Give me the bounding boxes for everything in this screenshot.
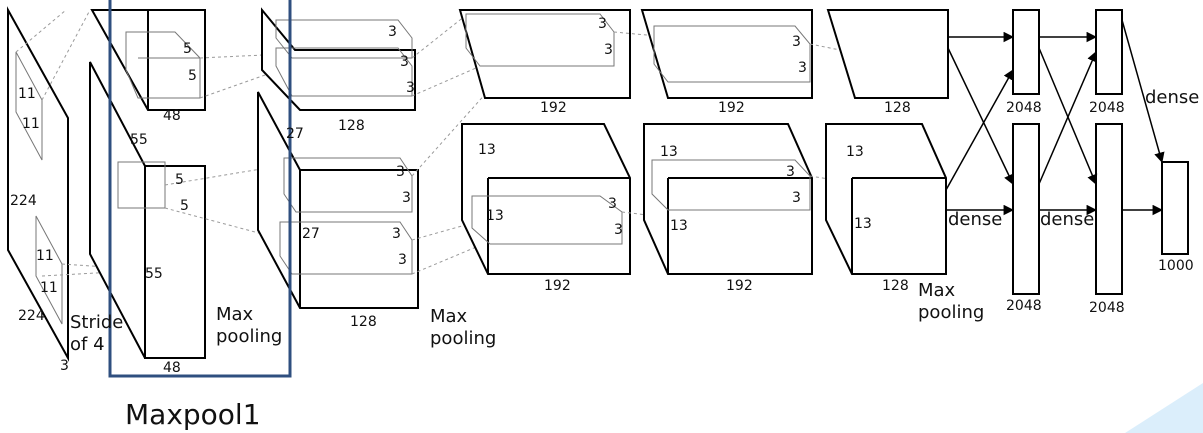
connection-arrows <box>945 19 1165 216</box>
fc-layers <box>1012 9 1189 295</box>
label-conv2-27a: 27 <box>286 126 304 142</box>
label-maxpool3-line1: Max <box>918 280 956 301</box>
label-stride-line2: of 4 <box>70 334 105 355</box>
label-input-11a: 11 <box>18 86 36 102</box>
label-conv4-3d: 3 <box>792 190 801 206</box>
label-conv2-3g: 3 <box>398 252 407 268</box>
diagram-labels: 11 11 224 11 11 224 3 Stride of 4 5 5 48… <box>10 16 1199 431</box>
label-fc2-2048-top: 2048 <box>1089 100 1125 116</box>
label-conv3-3c: 3 <box>608 196 617 212</box>
label-conv3-13a: 13 <box>478 142 496 158</box>
label-input-224a: 224 <box>10 193 37 209</box>
label-conv3-192-bot: 192 <box>544 278 571 294</box>
label-conv3-192-top: 192 <box>540 100 567 116</box>
maxpool1-caption: Maxpool1 <box>125 398 261 431</box>
maxpool1-highlight-box <box>108 0 292 378</box>
label-fc1-2048-top: 2048 <box>1006 100 1042 116</box>
label-conv2-3b: 3 <box>400 54 409 70</box>
label-conv2-3f: 3 <box>392 226 401 242</box>
label-conv2-128-bot: 128 <box>350 314 377 330</box>
label-conv4-192-bot: 192 <box>726 278 753 294</box>
label-conv5-128-bot: 128 <box>882 278 909 294</box>
label-conv1-48-top: 48 <box>163 108 181 124</box>
label-maxpool1-line1: Max <box>216 304 254 325</box>
label-dense-2: dense <box>1040 209 1094 230</box>
conv3-layer <box>458 9 701 275</box>
label-conv4-3b: 3 <box>798 60 807 76</box>
label-conv4-13a: 13 <box>660 144 678 160</box>
label-input-11b: 11 <box>22 116 40 132</box>
label-conv1-55b: 55 <box>145 266 163 282</box>
input-layer <box>7 6 151 362</box>
label-conv4-192-top: 192 <box>718 100 745 116</box>
label-conv1-5a: 5 <box>183 41 192 57</box>
label-conv1-55a: 55 <box>130 132 148 148</box>
label-maxpool2-line2: pooling <box>430 328 496 349</box>
label-fc1-2048-bot: 2048 <box>1006 298 1042 314</box>
label-conv5-13a: 13 <box>846 144 864 160</box>
label-conv2-3d: 3 <box>396 164 405 180</box>
label-dense-3: dense <box>1145 87 1199 108</box>
label-maxpool2-line1: Max <box>430 306 468 327</box>
label-maxpool1-line2: pooling <box>216 326 282 347</box>
label-conv1-5b: 5 <box>188 68 197 84</box>
label-dense-1: dense <box>948 209 1002 230</box>
label-conv2-3e: 3 <box>402 190 411 206</box>
label-conv3-3d: 3 <box>614 222 623 238</box>
label-conv5-128-top: 128 <box>884 100 911 116</box>
label-maxpool3-line2: pooling <box>918 302 984 323</box>
conv4-layer <box>640 9 891 275</box>
label-conv5-13b: 13 <box>854 216 872 232</box>
label-input-11d: 11 <box>40 280 58 296</box>
conv5-layer <box>825 9 949 275</box>
label-stride-line1: Stride <box>70 312 123 333</box>
label-conv2-3a: 3 <box>388 24 397 40</box>
label-conv3-3b: 3 <box>604 42 613 58</box>
conv1-layer <box>89 9 286 359</box>
label-conv2-128-top: 128 <box>338 118 365 134</box>
label-conv2-27b: 27 <box>302 226 320 242</box>
label-input-224b: 224 <box>18 308 45 324</box>
decorative-corner-triangle <box>1125 383 1203 433</box>
label-conv3-3a: 3 <box>598 16 607 32</box>
label-conv2-3c: 3 <box>406 80 415 96</box>
label-input-11c: 11 <box>36 248 54 264</box>
label-conv3-13b: 13 <box>486 208 504 224</box>
label-conv1-5d: 5 <box>180 198 189 214</box>
label-conv4-3a: 3 <box>792 34 801 50</box>
label-conv4-3c: 3 <box>786 164 795 180</box>
label-conv1-5c: 5 <box>175 172 184 188</box>
label-input-3: 3 <box>60 358 69 374</box>
label-conv1-48-bot: 48 <box>163 360 181 376</box>
label-output-1000: 1000 <box>1158 258 1194 274</box>
label-conv4-13b: 13 <box>670 218 688 234</box>
label-fc2-2048-bot: 2048 <box>1089 300 1125 316</box>
